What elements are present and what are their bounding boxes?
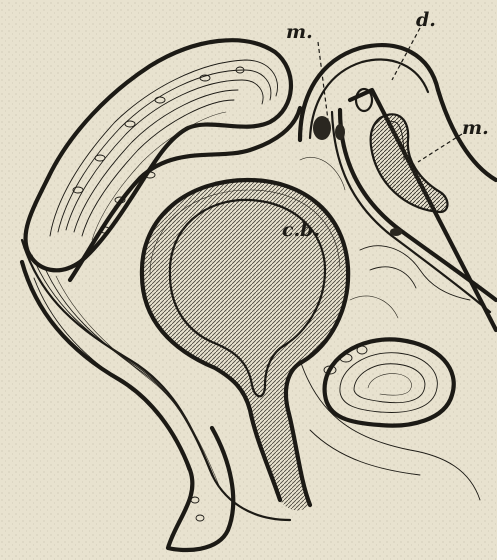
label-m-right: m. <box>462 117 489 139</box>
label-d: d. <box>416 9 436 31</box>
label-cb: c.b. <box>282 219 320 241</box>
label-m-top: m. <box>286 21 313 43</box>
